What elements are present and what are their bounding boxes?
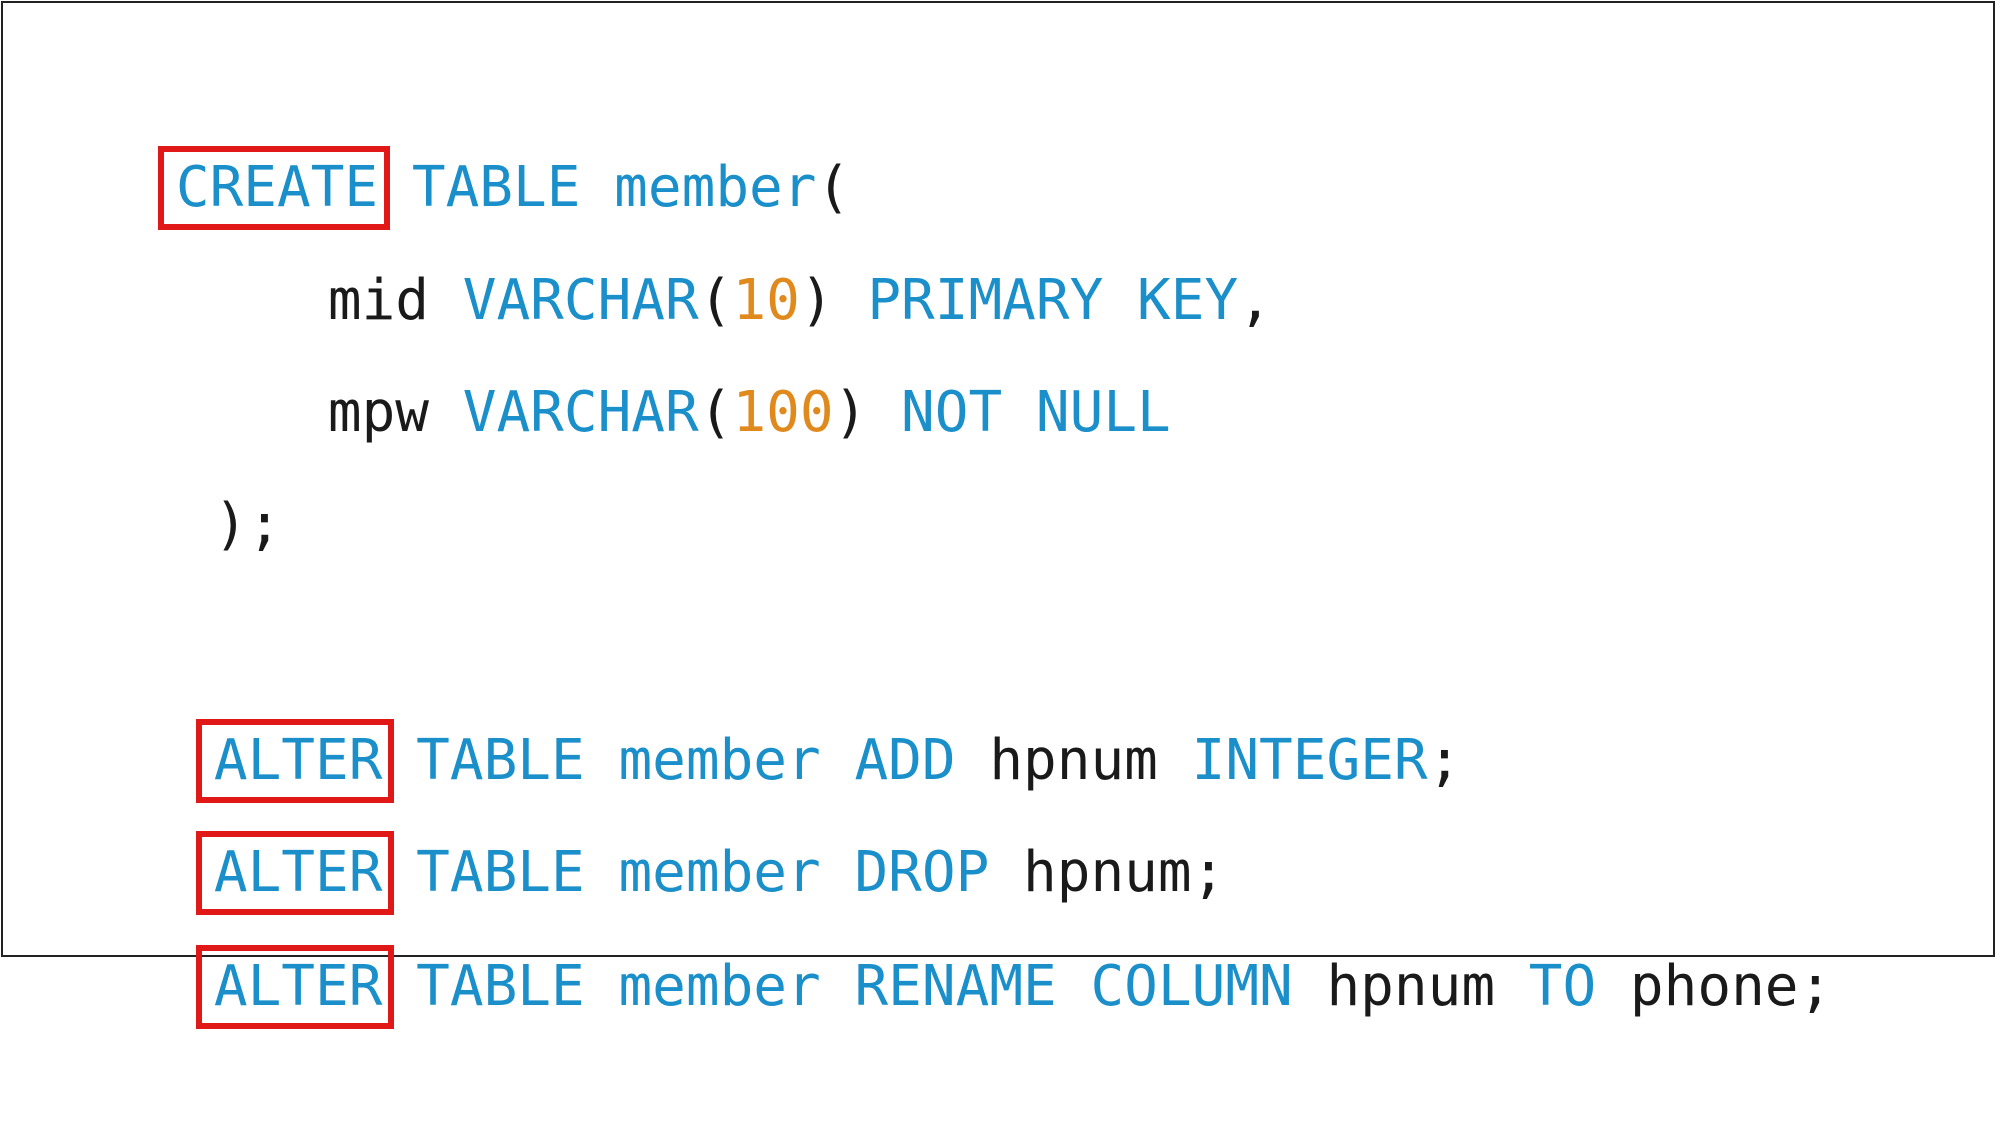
table-name: member (614, 155, 817, 220)
type-varchar: VARCHAR (429, 380, 699, 445)
code-line-alter-add: ALTER TABLE member ADD hpnum INTEGER; (79, 611, 1461, 803)
table-member: TABLE member (382, 954, 855, 1019)
table-member: TABLE member (382, 840, 855, 905)
alter-keyword-highlighted: ALTER (195, 937, 394, 1037)
size-number: 10 (732, 268, 800, 333)
column-name-hpnum: hpnum (1292, 954, 1529, 1019)
column-name-hpnum: hpnum (955, 728, 1192, 793)
create-keyword-highlighted: CREATE (157, 138, 391, 238)
open-paren: ( (698, 380, 733, 445)
to-keyword: TO (1528, 954, 1597, 1019)
action-drop: DROP (854, 840, 990, 905)
table-member: TABLE member (382, 728, 855, 793)
close-paren: ) (833, 380, 868, 445)
column-name-phone: phone (1596, 954, 1799, 1019)
code-frame: CREATE TABLE member( mid VARCHAR(10) PRI… (1, 1, 1995, 1029)
column-name-mid: mid (327, 268, 430, 333)
alter-keyword-highlighted: ALTER (195, 823, 394, 923)
size-number: 100 (732, 380, 834, 445)
open-paren: ( (698, 268, 733, 333)
semicolon: ; (1191, 840, 1226, 905)
column-name-hpnum: hpnum (989, 840, 1192, 905)
column-name-mpw: mpw (327, 380, 430, 445)
code-line-close: ); (79, 375, 281, 557)
action-rename-column: RENAME COLUMN (854, 954, 1293, 1019)
alter-keyword-highlighted: ALTER (195, 711, 394, 811)
type-integer: INTEGER (1191, 728, 1428, 793)
open-paren: ( (816, 155, 851, 220)
action-add: ADD (854, 728, 956, 793)
close-statement: ); (213, 492, 282, 557)
code-line-alter-rename: ALTER TABLE member RENAME COLUMN hpnum T… (79, 837, 1832, 1029)
code-line-alter-drop: ALTER TABLE member DROP hpnum; (79, 723, 1225, 915)
code-line-create-table: CREATE TABLE member( (41, 38, 850, 230)
semicolon: ; (1427, 728, 1462, 793)
close-paren: ) (799, 268, 834, 333)
constraint-primary-key: PRIMARY KEY (833, 268, 1239, 333)
semicolon: ; (1798, 954, 1833, 1019)
code-line-mid-column: mid VARCHAR(10) PRIMARY KEY, (193, 151, 1272, 333)
constraint-not-null: NOT NULL (867, 380, 1171, 445)
comma: , (1238, 268, 1272, 333)
type-varchar: VARCHAR (429, 268, 699, 333)
code-line-mpw-column: mpw VARCHAR(100) NOT NULL (193, 263, 1171, 445)
table-keyword: TABLE (378, 155, 615, 220)
